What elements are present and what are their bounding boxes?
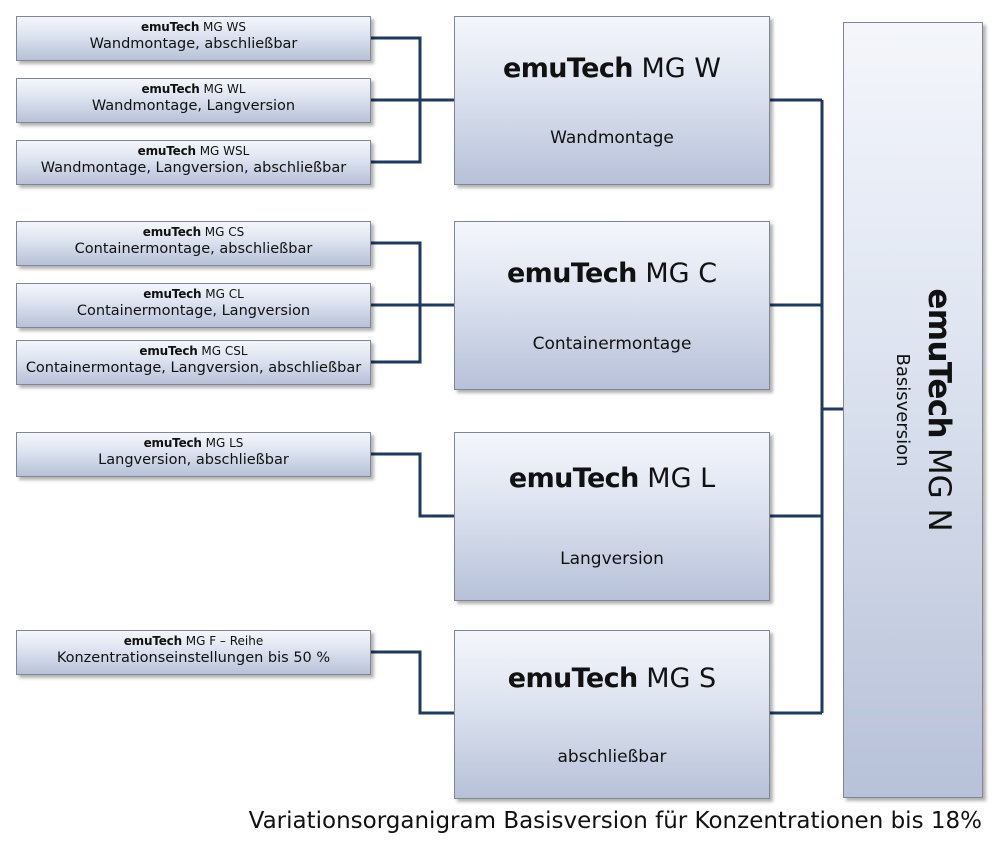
- variant-description: Langversion, abschließbar: [98, 452, 289, 468]
- group-description: abschließbar: [557, 747, 667, 767]
- model-label: MG F – Reihe: [185, 634, 264, 648]
- diagram-caption: Variationsorganigram Basisversion für Ko…: [248, 808, 982, 834]
- model-label: MG CSL: [201, 344, 248, 358]
- variant-box-cs: emuTech MG CS Containermontage, abschlie…: [16, 221, 371, 266]
- model-label: MG WS: [203, 20, 246, 34]
- variant-description: Containermontage, Langversion, abschließ…: [25, 360, 362, 376]
- model-label: MG CS: [204, 225, 245, 239]
- brand-label: emuTech: [143, 287, 202, 301]
- variant-box-csl: emuTech MG CSL Containermontage, Langver…: [16, 340, 371, 385]
- brand-label: emuTech: [139, 344, 198, 358]
- group-description: Containermontage: [532, 334, 692, 354]
- connector-ws-w: [371, 36, 454, 102]
- group-box-l: emuTech MG L Langversion: [454, 432, 770, 601]
- brand-label: emuTech: [123, 634, 182, 648]
- connector-wsl-w: [371, 100, 422, 164]
- variant-box-ws: emuTech MG WS Wandmontage, abschließbar: [16, 16, 371, 61]
- variant-description: Containermontage, abschließbar: [74, 241, 313, 257]
- model-label: MG N: [921, 447, 957, 532]
- model-label: MG C: [645, 258, 718, 289]
- brand-label: emuTech: [921, 288, 957, 439]
- connector-ls-l: [371, 452, 454, 518]
- model-label: MG WL: [203, 82, 246, 96]
- variant-description: Containermontage, Langversion: [76, 303, 311, 319]
- brand-label: emuTech: [142, 225, 201, 239]
- group-box-w: emuTech MG W Wandmontage: [454, 16, 770, 185]
- model-label: MG LS: [205, 436, 244, 450]
- model-label: MG S: [646, 663, 717, 694]
- root-box-n: emuTech MG N Basisversion: [843, 22, 983, 798]
- root-description: Basisversion: [892, 353, 913, 467]
- brand-label: emuTech: [503, 53, 633, 84]
- model-label: MG CL: [205, 287, 244, 301]
- connector-cs-c: [371, 241, 454, 307]
- connector-f-s: [371, 650, 454, 715]
- model-label: MG WSL: [199, 144, 250, 158]
- brand-label: emuTech: [141, 82, 200, 96]
- group-description: Wandmontage: [550, 128, 674, 148]
- variant-box-cl: emuTech MG CL Containermontage, Langvers…: [16, 283, 371, 328]
- model-label: MG L: [647, 463, 716, 494]
- model-label: MG W: [641, 53, 721, 84]
- variant-box-f: emuTech MG F – Reihe Konzentrationseinst…: [16, 630, 371, 675]
- variant-description: Wandmontage, Langversion, abschließbar: [40, 160, 347, 176]
- variant-description: Wandmontage, abschließbar: [89, 36, 298, 52]
- group-box-c: emuTech MG C Containermontage: [454, 221, 770, 390]
- variant-box-wl: emuTech MG WL Wandmontage, Langversion: [16, 78, 371, 123]
- brand-label: emuTech: [137, 144, 196, 158]
- connector-csl-c: [371, 305, 422, 364]
- group-box-s: emuTech MG S abschließbar: [454, 630, 770, 799]
- brand-label: emuTech: [508, 463, 639, 494]
- group-description: Langversion: [560, 549, 664, 569]
- variant-box-wsl: emuTech MG WSL Wandmontage, Langversion,…: [16, 140, 371, 185]
- variant-box-ls: emuTech MG LS Langversion, abschließbar: [16, 432, 371, 477]
- variant-description: Wandmontage, Langversion: [91, 98, 296, 114]
- brand-label: emuTech: [141, 20, 200, 34]
- brand-label: emuTech: [507, 663, 638, 694]
- brand-label: emuTech: [143, 436, 202, 450]
- brand-label: emuTech: [506, 258, 637, 289]
- variant-description: Konzentrationseinstellungen bis 50 %: [56, 650, 331, 666]
